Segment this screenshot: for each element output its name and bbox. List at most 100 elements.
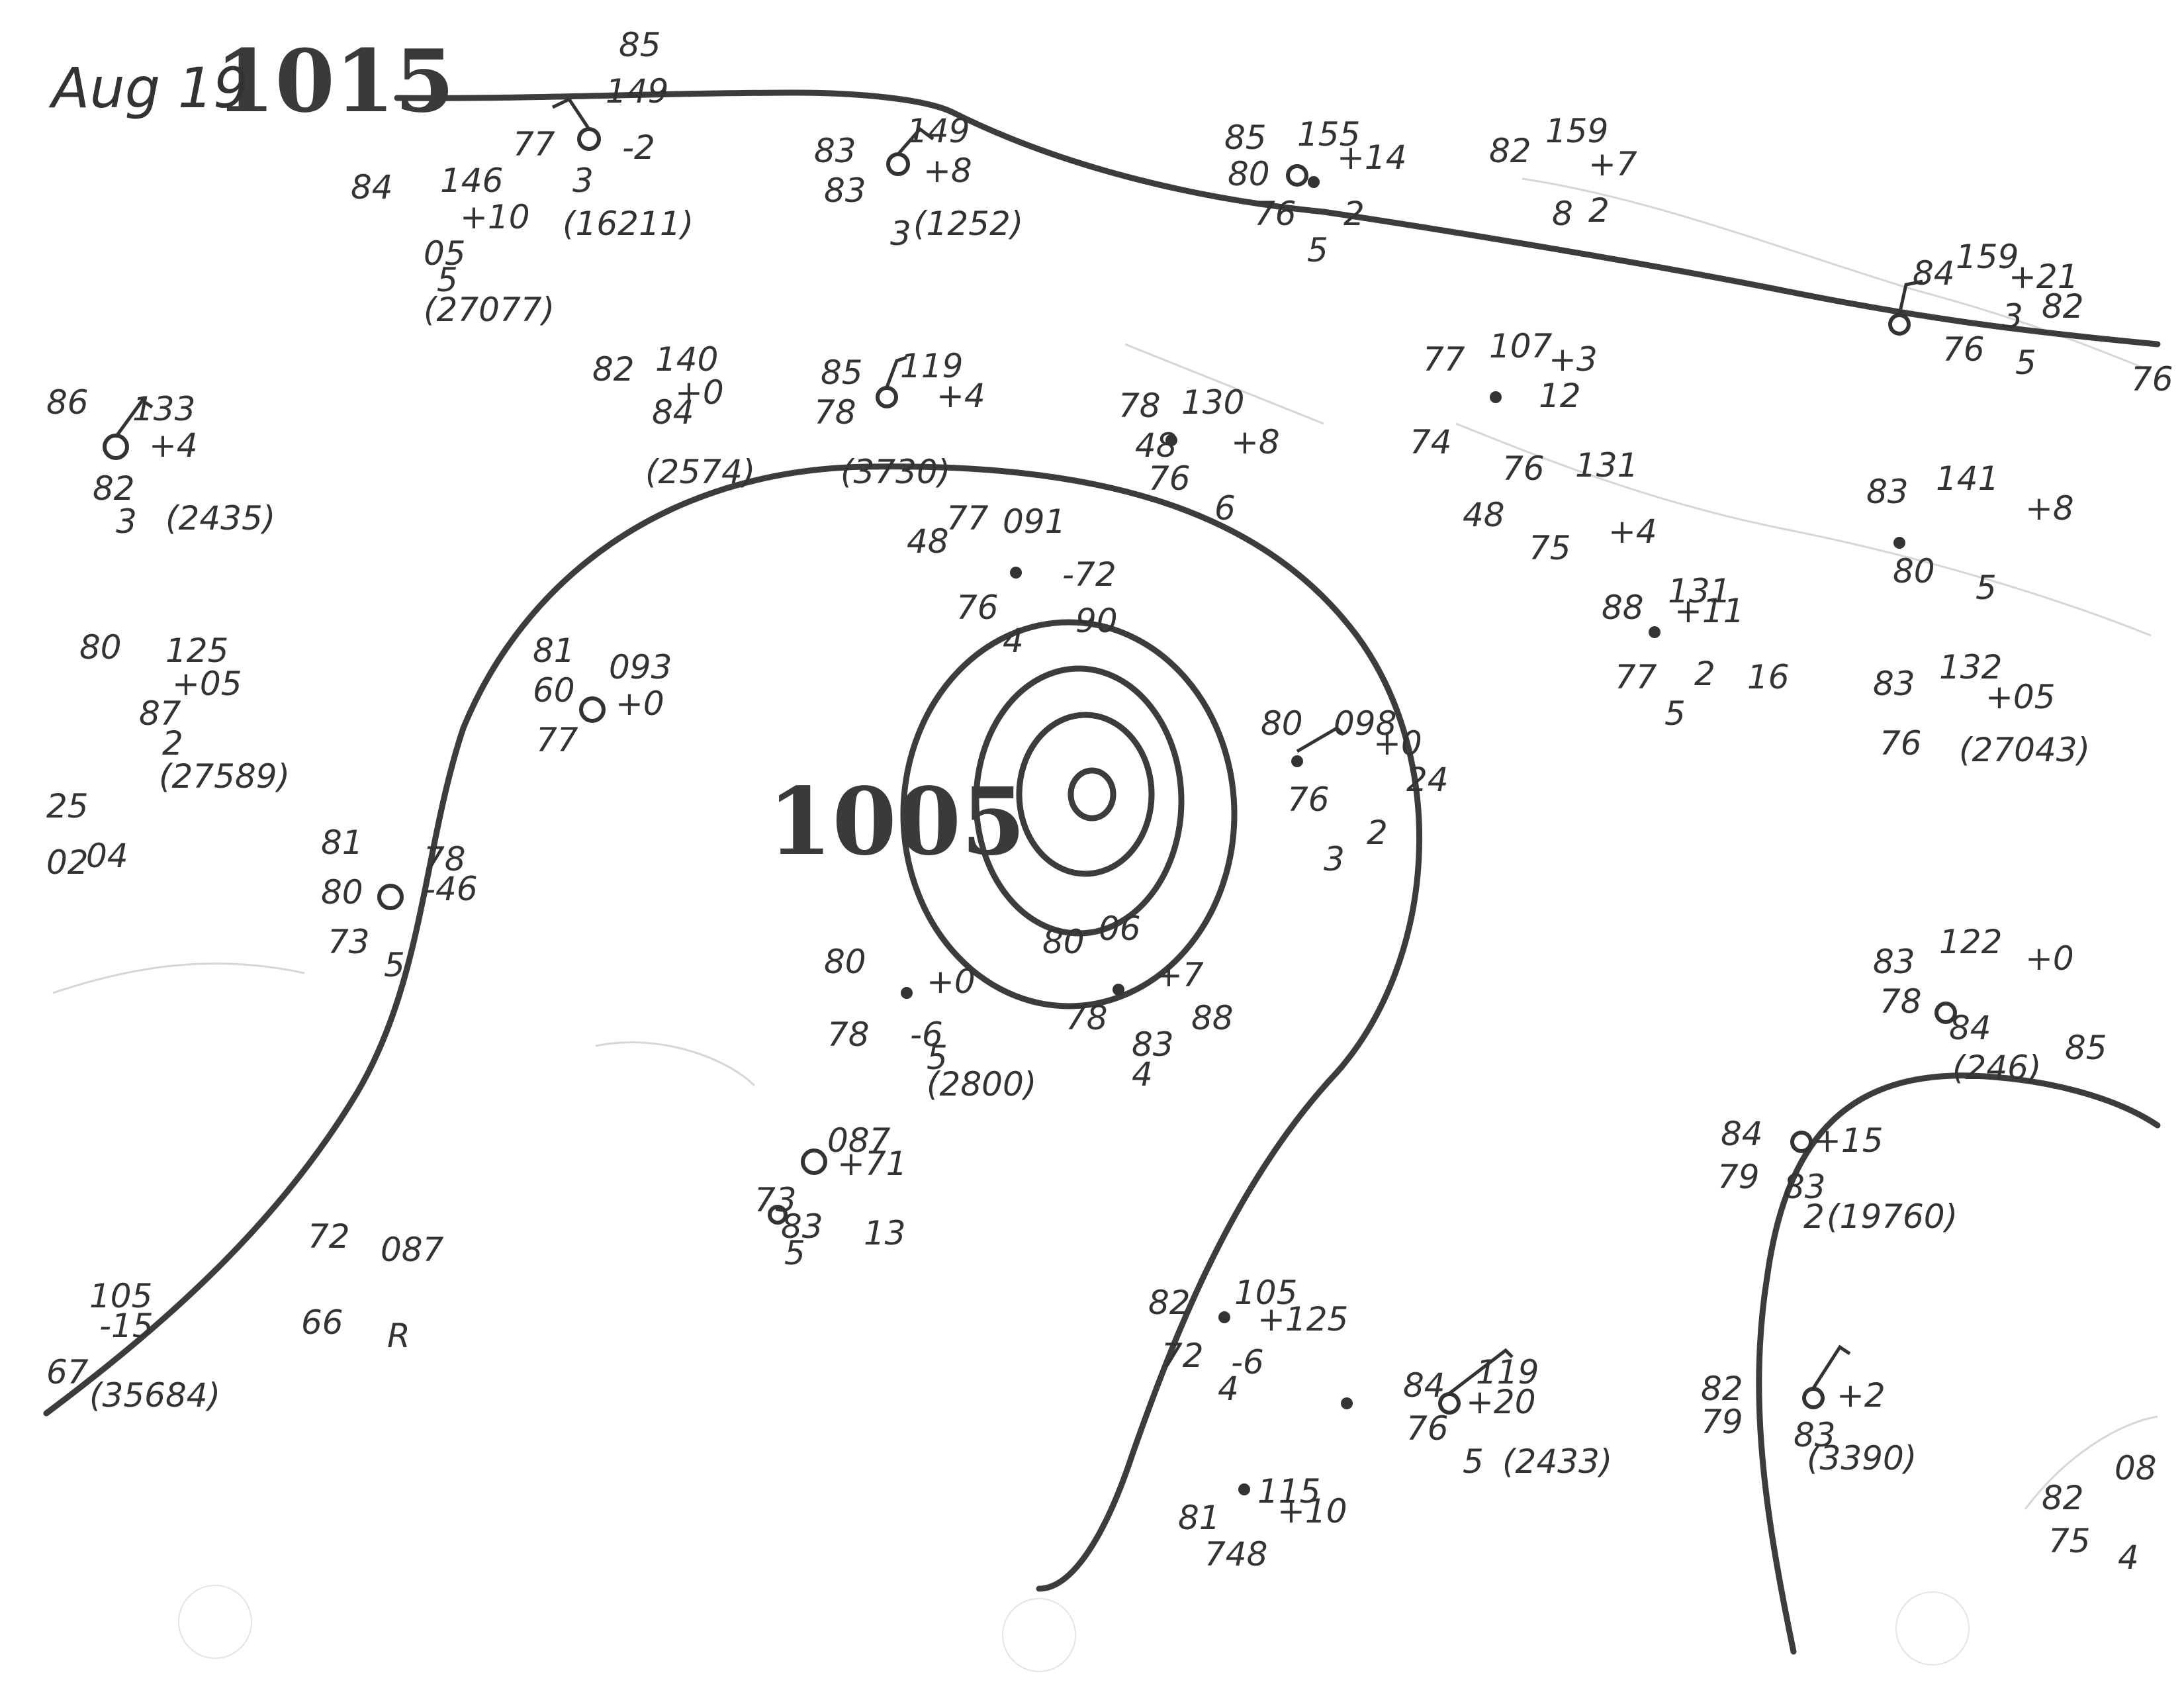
station-plot: 77 091 48 -72 76 4 90 xyxy=(907,499,1118,660)
station-value: 83 xyxy=(1794,1416,1836,1454)
station-value: 5 xyxy=(1307,231,1328,269)
station-dot xyxy=(1341,1397,1353,1409)
station-value: 12 xyxy=(1539,377,1581,415)
station-plot: 82 105 +125 72 -6 4 xyxy=(1148,1274,1348,1408)
wind-barb xyxy=(1448,1348,1514,1395)
station-value: 13 xyxy=(864,1214,906,1252)
station-value: 16 xyxy=(1747,658,1790,696)
station-value: +71 xyxy=(837,1145,907,1183)
station-value: 88 xyxy=(1602,588,1644,627)
station-value: 119 xyxy=(900,347,963,385)
station-value: 73 xyxy=(754,1181,797,1219)
station-value: 140 xyxy=(655,340,718,379)
wind-barb xyxy=(114,398,154,438)
station-value: (16211) xyxy=(563,205,694,243)
station-value: 83 xyxy=(1784,1168,1826,1206)
station-plot: 84 119 +20 76 5 (2433) xyxy=(1403,1353,1612,1481)
station-value: +0 xyxy=(927,962,976,1001)
station-value: 105 xyxy=(1234,1274,1297,1312)
station-plot: 80 098 +0 76 24 3 2 xyxy=(1261,704,1449,878)
station-dot xyxy=(1010,567,1022,579)
station-circle xyxy=(579,696,606,723)
wind-barb xyxy=(551,97,591,130)
station-value: -6 xyxy=(1231,1343,1264,1382)
station-circle xyxy=(1888,313,1911,336)
station-value: 82 xyxy=(2042,1479,2084,1517)
station-value: 125 xyxy=(165,632,228,670)
station-plot: 80 125 +05 87 2 (27589) xyxy=(79,628,290,796)
station-value: 3 xyxy=(890,214,911,253)
station-value: 3 xyxy=(2002,297,2023,336)
station-value: 4 xyxy=(1003,622,1024,660)
station-value: 76 xyxy=(1254,195,1297,233)
station-value: 79 xyxy=(1701,1403,1743,1441)
station-plot: 85 155 80 +14 76 2 5 xyxy=(1224,115,1407,269)
station-value: 84 xyxy=(652,393,694,432)
station-plot: 81 115 +10 748 xyxy=(1178,1472,1347,1573)
station-value: 119 xyxy=(1476,1353,1539,1391)
station-value: 5 xyxy=(1976,569,1997,607)
isobar-1010 xyxy=(900,619,1238,1009)
station-value: 107 xyxy=(1489,327,1553,365)
station-value: 77 xyxy=(1423,340,1465,379)
station-plot: 81 093 60 +0 77 xyxy=(533,632,672,759)
station-plot: 83 141 +8 80 5 xyxy=(1866,459,2074,607)
station-value: +21 xyxy=(2009,258,2079,296)
station-dot xyxy=(1291,755,1303,767)
station-value: 75 xyxy=(2048,1522,2091,1560)
station-value: 5 xyxy=(2015,344,2036,382)
station-value: 5 xyxy=(1664,694,1686,733)
station-value: +2 xyxy=(1837,1376,1886,1415)
station-plot: 83 149 83 +8 3 (1252) xyxy=(814,112,1023,253)
station-value: 77 xyxy=(946,499,989,538)
station-plot: 82 140 +0 84 (2574) xyxy=(592,340,755,491)
station-value: +0 xyxy=(2025,939,2074,978)
station-value: (19760) xyxy=(1827,1197,1958,1236)
station-value: 74 xyxy=(1410,423,1452,461)
station-value: 155 xyxy=(1297,115,1360,154)
station-value: 75 xyxy=(1529,529,1571,567)
station-value: 81 xyxy=(1178,1499,1220,1537)
station-value: 84 xyxy=(1721,1115,1763,1153)
station-value: 098 xyxy=(1334,704,1396,743)
station-value: 24 xyxy=(1406,761,1449,799)
station-value: 76 xyxy=(1502,449,1545,488)
station-plot: 85 119 78 +4 (3730) xyxy=(814,347,985,491)
station-value: 84 xyxy=(1913,254,1955,293)
station-value: 83 xyxy=(781,1207,823,1246)
station-value: 80 xyxy=(824,943,866,981)
station-value: -2 xyxy=(622,128,655,167)
station-value: (2435) xyxy=(165,499,275,538)
station-value: -46 xyxy=(424,870,478,908)
station-value: (2574) xyxy=(645,453,755,491)
station-value: 76 xyxy=(1942,330,1985,369)
station-plot: 83 122 +0 78 84 (246) 85 xyxy=(1873,923,2107,1087)
station-plot: 78 130 48 +8 76 6 xyxy=(1118,383,1280,528)
punch-hole xyxy=(178,1585,252,1659)
station-value: 80 xyxy=(1042,923,1085,961)
station-circle xyxy=(768,1205,788,1225)
basemap xyxy=(52,177,2158,1510)
station-value: 82 xyxy=(1148,1284,1191,1322)
isobar-label-1005: 1005 xyxy=(768,768,1026,876)
station-circle xyxy=(1438,1392,1461,1415)
station-value: 149 xyxy=(907,112,970,150)
station-value: 80 xyxy=(321,873,363,912)
station-value: +4 xyxy=(936,377,985,415)
station-value: 5 xyxy=(1463,1442,1484,1481)
station-value: (3390) xyxy=(1807,1439,1917,1477)
station-value: 2 xyxy=(1588,191,1610,230)
date-label: Aug 19 xyxy=(48,56,249,120)
station-value: 84 xyxy=(1949,1009,1991,1047)
station-value: 4 xyxy=(2118,1538,2139,1577)
station-value: 093 xyxy=(609,648,672,686)
station-value: 2 xyxy=(1367,814,1388,852)
station-value: 6 xyxy=(1214,489,1236,528)
station-value: (27589) xyxy=(159,757,290,796)
station-value: 87 xyxy=(139,694,181,733)
station-value: (1252) xyxy=(913,205,1023,243)
station-value: 3 xyxy=(1324,840,1345,878)
station-value: +0 xyxy=(615,684,664,723)
station-plot: 105 -15 67 (35684) xyxy=(46,1277,220,1415)
station-value: +11 xyxy=(1674,592,1745,630)
